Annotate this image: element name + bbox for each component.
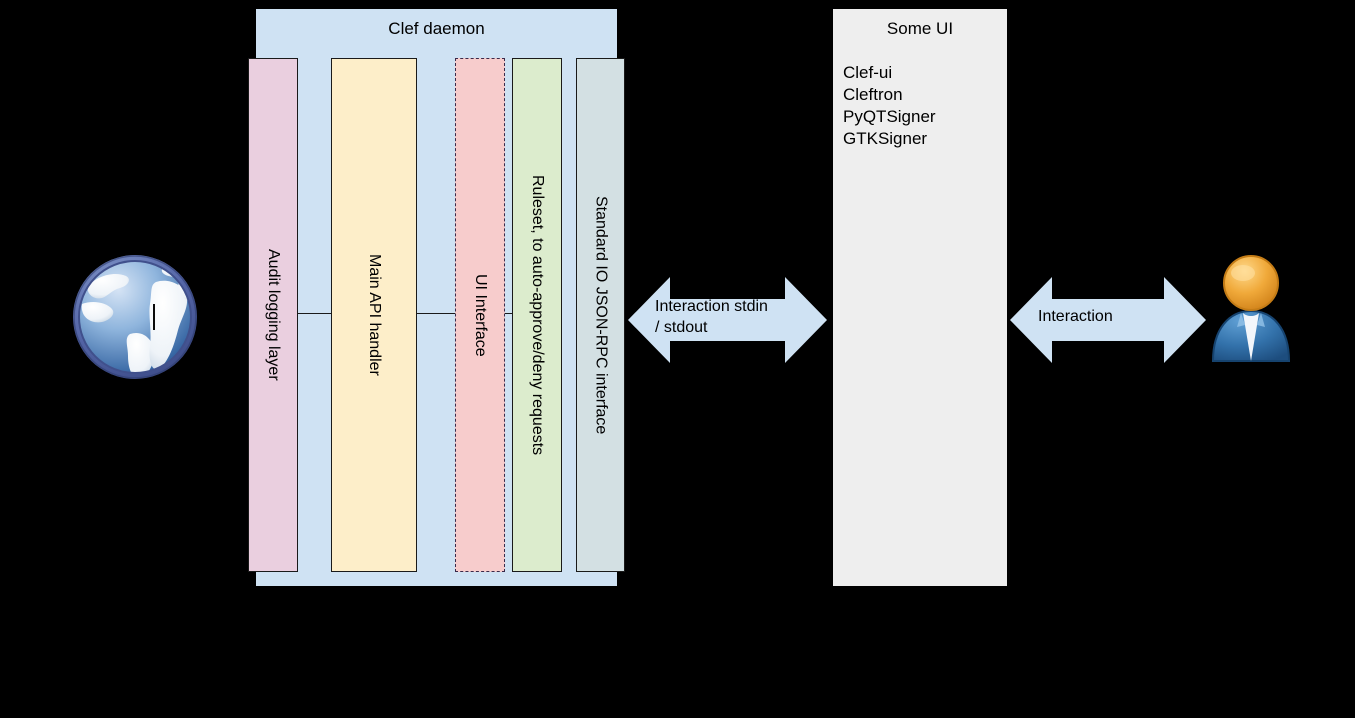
component-stdio-jsonrpc-interface[interactable]: Standard IO JSON-RPC interface [576,58,625,572]
arrow-interaction-stdin-stdout [628,277,827,363]
arrow-interaction-label: Interaction [1038,308,1113,325]
arrow-interaction [1010,277,1206,363]
list-item: Cleftron [843,85,903,104]
component-label: Standard IO JSON-RPC interface [592,195,610,435]
component-audit-logging-layer[interactable]: Audit logging layer [248,58,298,572]
some-ui-title: Some UI [886,19,954,38]
clef-daemon-container [256,9,617,586]
component-main-api-handler[interactable]: Main API handler [331,58,417,572]
component-label: Main API handler [366,254,383,376]
arrow-interaction-stdin-stdout-label: Interaction stdin / stdout [655,298,768,336]
connector-line-api-ui [417,313,455,314]
component-label: Audit logging layer [265,249,282,381]
some-ui-list: Clef-ui Cleftron PyQTSigner GTKSigner [843,62,1001,150]
list-item: GTKSigner [843,129,928,148]
clef-daemon-title: Clef daemon [388,19,485,38]
component-ui-interface[interactable]: UI Interface [455,58,505,572]
user-icon [1203,253,1299,363]
list-item: PyQTSigner [843,107,936,126]
connector-line-ui-ruleset [505,313,512,314]
component-label: UI Interface [472,273,489,357]
list-item: Clef-ui [843,63,893,82]
globe-icon [70,252,200,382]
component-label: Ruleset, to auto-approve/deny requests [529,174,546,456]
some-ui-panel [833,9,1007,586]
connector-line-audit-api [298,313,331,314]
component-ruleset[interactable]: Ruleset, to auto-approve/deny requests [512,58,562,572]
